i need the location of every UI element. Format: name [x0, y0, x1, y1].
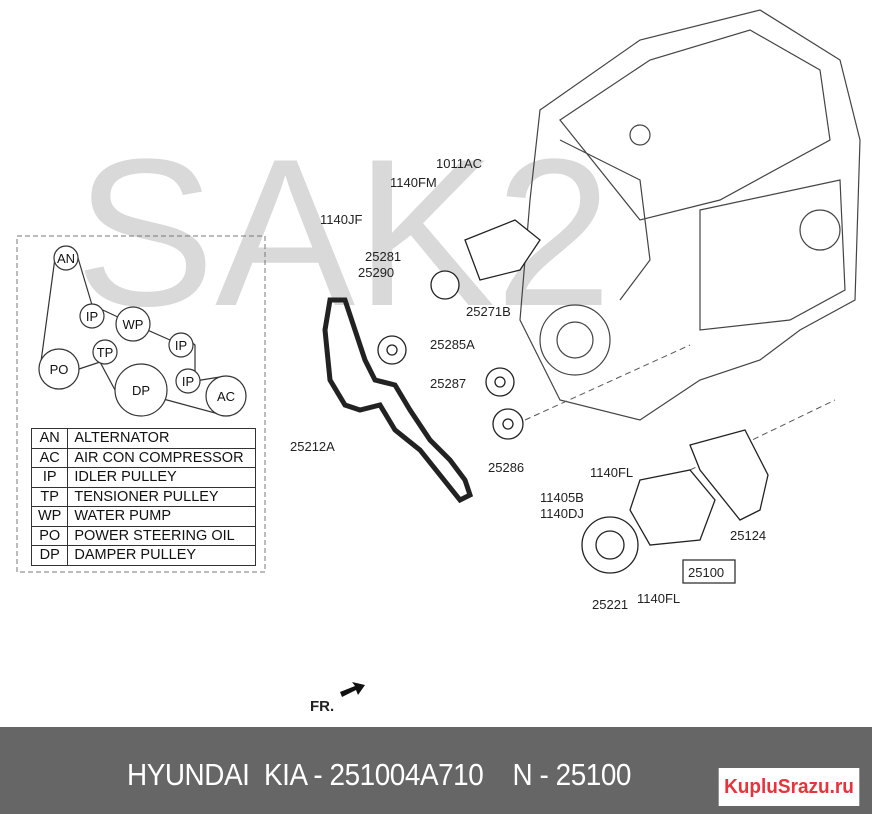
part-label[interactable]: 25285A: [430, 337, 475, 352]
part-label[interactable]: 25212A: [290, 439, 335, 454]
front-direction-label: FR.: [310, 698, 334, 715]
part-label[interactable]: 1140FL: [637, 591, 680, 606]
pulley-label: IP: [175, 338, 187, 353]
part-label[interactable]: 1011AC: [436, 156, 482, 171]
part-label[interactable]: 25290: [358, 265, 394, 280]
part-label[interactable]: 25124: [730, 528, 766, 543]
pulley-label: DP: [132, 383, 150, 398]
legend-desc: TENSIONER PULLEY: [67, 486, 257, 507]
pulley-label: IP: [86, 309, 98, 324]
legend-desc: ALTERNATOR: [67, 428, 257, 449]
site-logo[interactable]: KupluSrazu.ru: [718, 768, 860, 806]
parts-diagram: SAK2 1011AC 1140FM 1140JF 25281 25290 25…: [16, 9, 861, 715]
pulley-label: TP: [97, 345, 114, 360]
part-labels: 1011AC 1140FM 1140JF 25281 25290 25271B …: [290, 156, 766, 715]
pulley-label: WP: [123, 317, 144, 332]
legend-desc: WATER PUMP: [67, 506, 257, 527]
legend-desc: IDLER PULLEY: [67, 467, 257, 488]
part-label[interactable]: 25286: [488, 460, 524, 475]
part-label[interactable]: 25221: [592, 597, 628, 612]
part-label[interactable]: 25287: [430, 376, 466, 391]
front-arrow-icon: [340, 682, 365, 697]
leader-lines: [524, 344, 836, 471]
legend-desc: AIR CON COMPRESSOR: [67, 447, 257, 468]
legend-code: AC: [30, 447, 69, 468]
belt-routing-box: [16, 235, 266, 573]
part-label-highlighted[interactable]: 25100: [688, 565, 724, 580]
part-label[interactable]: 1140DJ: [540, 506, 584, 521]
water-pump: [629, 469, 716, 546]
tensioner: [464, 219, 541, 281]
pulley-label: AC: [217, 389, 235, 404]
legend-desc: POWER STEERING OIL: [67, 525, 257, 546]
legend-code: PO: [30, 525, 69, 546]
legend-desc: DAMPER PULLEY: [67, 545, 257, 566]
belt-pulleys: [38, 245, 247, 417]
part-label[interactable]: 1140FM: [390, 175, 437, 190]
part-number-caption: HYUNDAI KIA - 251004A710 N - 25100: [127, 757, 631, 792]
part-label[interactable]: 1140JF: [320, 212, 362, 227]
gasket: [689, 429, 769, 521]
legend-code: DP: [30, 545, 69, 566]
legend-code: WP: [30, 506, 69, 527]
pulley-label: AN: [57, 251, 75, 266]
part-label[interactable]: 25271B: [466, 304, 511, 319]
drive-belt: [322, 297, 474, 504]
pulley-label: PO: [50, 362, 69, 377]
tensioner-pulley: [430, 270, 460, 300]
pulley-label: IP: [182, 374, 194, 389]
legend-code: IP: [30, 467, 69, 488]
legend-code: AN: [30, 428, 69, 449]
part-label[interactable]: 1140FL: [590, 465, 633, 480]
part-label[interactable]: 11405B: [540, 490, 584, 505]
engine-block: [519, 9, 861, 421]
legend-code: TP: [30, 486, 69, 507]
part-label[interactable]: 25281: [365, 249, 401, 264]
